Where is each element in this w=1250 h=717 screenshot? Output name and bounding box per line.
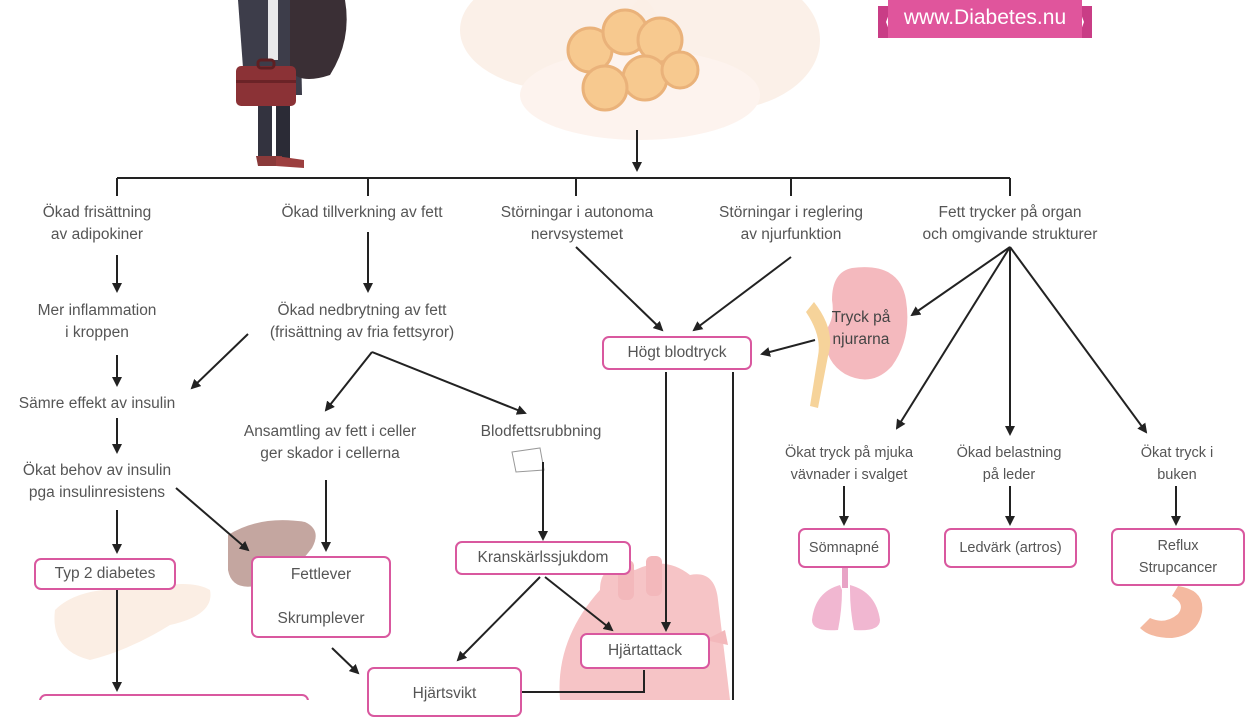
label-fat-production: Ökad tillverkning av fett	[281, 204, 443, 221]
pancreas-illustration	[54, 584, 211, 660]
box-high-blood-pressure: Högt blodtryck	[602, 336, 752, 370]
label-insulin-effect: Sämre effekt av insulin	[18, 395, 176, 412]
box-heart-failure: Hjärtsvikt	[367, 667, 522, 717]
box-joint-pain: Ledvärk (artros)	[944, 528, 1077, 568]
businessman-illustration	[236, 0, 347, 168]
arrow-organs-belly	[1009, 246, 1148, 434]
website-url: www.Diabetes.nu	[903, 6, 1067, 29]
arrow-coronary-heartfailure	[456, 576, 541, 662]
arrow-pressure-kidney-bp	[760, 339, 816, 357]
document-icon	[511, 447, 545, 473]
bottom-box-edge	[39, 694, 309, 700]
box-type2-diabetes: Typ 2 diabetes	[34, 558, 176, 590]
arrow-organs-kidney	[910, 246, 1011, 317]
stomach-illustration	[1140, 586, 1203, 638]
box-heart-attack: Hjärtattack	[580, 633, 710, 669]
diagram-canvas	[39, 0, 1203, 700]
arrow-autonomic-bp	[575, 246, 664, 332]
arrow-liver-heartfailure	[331, 647, 360, 675]
arrow-heartattack-heartfailure	[492, 670, 645, 697]
website-badge: www.Diabetes.nu	[878, 0, 1092, 44]
arrow-breakdown-accumulation	[324, 351, 373, 412]
box-liver-disease: Fettlever Skrumplever	[251, 556, 391, 638]
kidney-illustration	[806, 267, 908, 408]
liver-illustration	[228, 520, 316, 587]
arrow-kidney-bp	[692, 256, 792, 332]
box-reflux: Reflux Strupcancer	[1111, 528, 1245, 586]
arrow-organs-throat	[895, 246, 1011, 430]
arrow-breakdown-insulin	[190, 333, 249, 390]
fat-cells-illustration	[460, 0, 820, 140]
arrow-breakdown-lipids	[371, 351, 527, 415]
arrow-need-liver	[175, 487, 250, 552]
box-coronary-disease: Kranskärlssjukdom	[455, 541, 631, 575]
lungs-illustration	[812, 568, 880, 631]
box-sleep-apnea: Sömnapné	[798, 528, 890, 568]
arrow-coronary-heartattack	[544, 576, 614, 632]
label-lipid-disorder: Blodfettsrubbning	[480, 423, 602, 440]
label-fat-breakdown: Ökad nedbrytning av fett(frisättning av …	[269, 302, 455, 341]
